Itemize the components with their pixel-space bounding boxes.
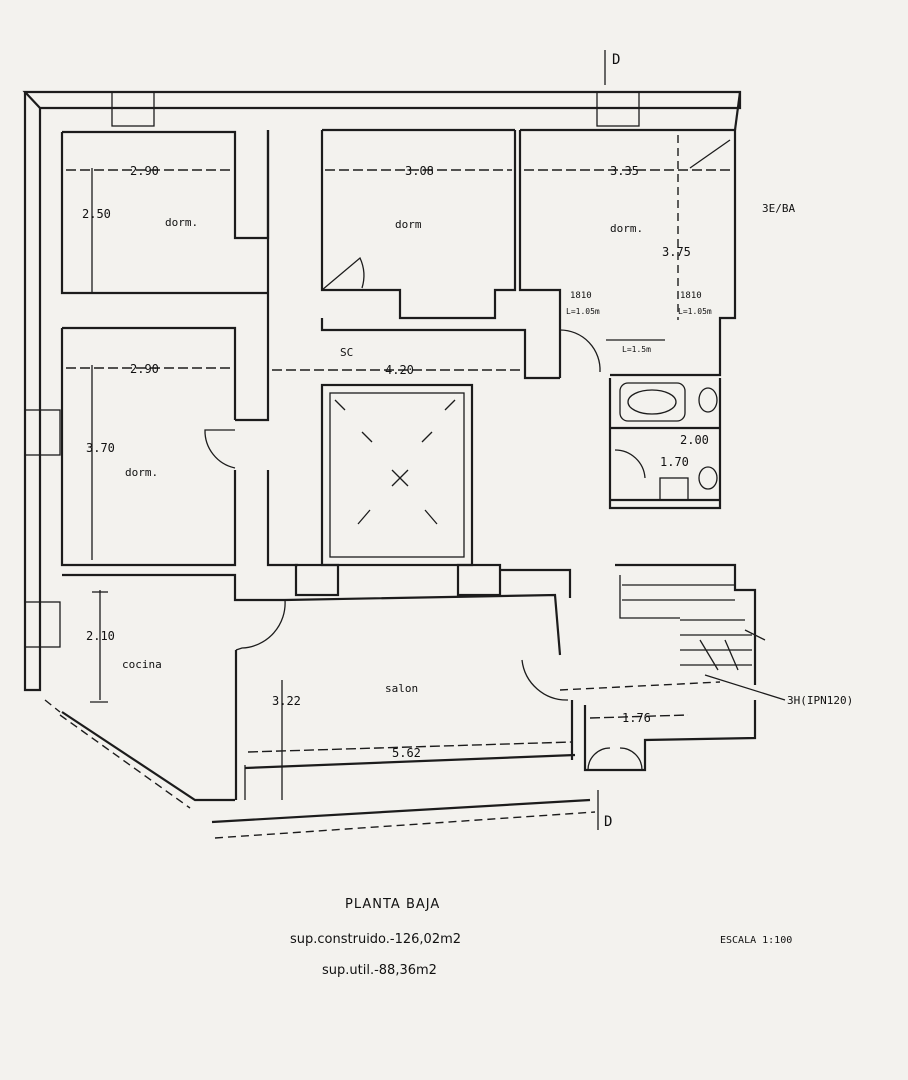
sup-util: sup.util.-88,36m2 [322,963,437,978]
dim-corridor: 4.20 [385,363,414,377]
dim-cocina: 2.10 [86,629,115,643]
section-marker-top: D [612,52,620,68]
door-1-label: 1810 [570,291,592,301]
room-cocina [62,573,286,800]
dim-bath-bottom: 1.70 [660,455,689,469]
entry [583,700,757,772]
door-1-sub: L=1.05m [566,307,600,316]
label-dorm-1: dorm. [165,216,198,229]
stairs [559,563,786,701]
label-dorm-3: dorm. [610,222,643,235]
dim-dorm3-depth: 3.75 [662,245,691,259]
room-dorm-2 [320,128,517,320]
dim-dorm3-width: 3.35 [610,164,639,178]
plan-title: PLANTA BAJA [345,897,440,912]
label-sh: 3H(IPN120) [787,694,853,707]
bathrooms [608,378,722,510]
dim-salon-width: 5.62 [392,746,421,760]
room-dorm-3 [518,128,737,378]
scale-label: ESCALA 1:100 [720,935,792,946]
label-dorm-2: dorm [395,218,422,231]
sup-construido: sup.construido.-126,02m2 [290,932,461,947]
door-2-label: 1810 [680,291,702,301]
label-sc: SC [340,346,353,359]
room-dorm-4 [60,326,237,567]
section-marker-bottom: D [604,814,612,830]
room-salon [244,593,576,800]
corridor [235,130,560,567]
label-se-ba: 3E/BA [762,202,795,215]
dim-dorm4-width: 2.90 [130,362,159,376]
label-dorm-4: dorm. [125,466,158,479]
labels: 2.90 2.50 dorm. 3.08 dorm 3.35 dorm. 3.7… [82,52,853,830]
dim-bath-top: 2.00 [680,433,709,447]
outer-walls [22,90,742,839]
dim-dorm2-width: 3.08 [405,164,434,178]
door-3-label: L=1.5m [622,345,651,354]
dim-dorm1-depth: 2.50 [82,207,111,221]
door-2-sub: L=1.05m [678,307,712,316]
light-well [294,383,572,598]
section-markers [597,50,606,830]
dim-dorm4-depth: 3.70 [86,441,115,455]
dim-salon-depth: 3.22 [272,694,301,708]
dim-entry: 1.76 [622,711,651,725]
label-salon: salon [385,682,418,695]
label-cocina: cocina [122,658,162,671]
footer: PLANTA BAJA sup.construido.-126,02m2 sup… [290,897,792,978]
dim-dorm1-width: 2.90 [130,164,159,178]
